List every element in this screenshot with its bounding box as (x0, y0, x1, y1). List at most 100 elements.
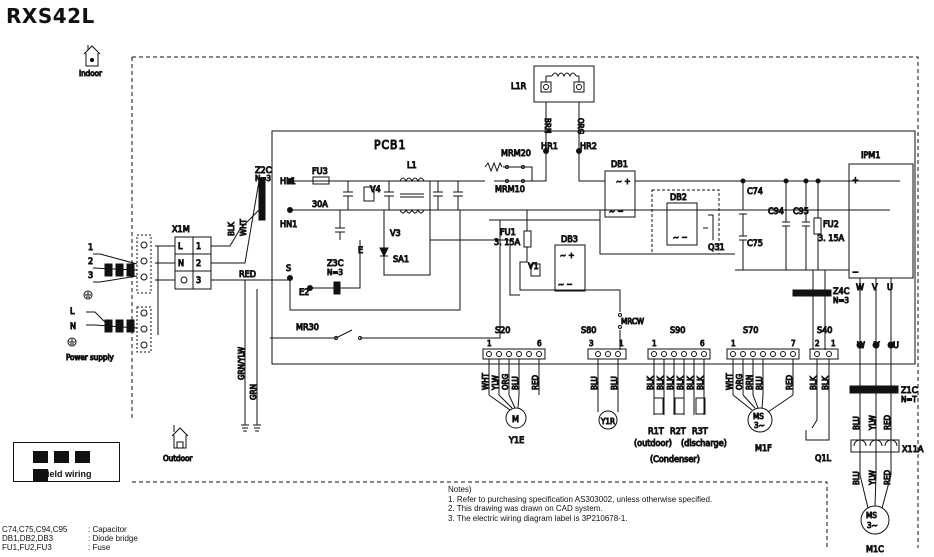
svg-text:3: 3 (196, 276, 201, 286)
fu2-fuse (813, 217, 822, 235)
hr2-label: HR2 (580, 142, 597, 152)
note-item: 3. The electric wiring diagram label is … (448, 513, 628, 523)
svg-text:N=3: N=3 (833, 296, 849, 305)
svg-text:ORG: ORG (576, 118, 585, 134)
svg-text:BLK: BLK (227, 222, 236, 236)
db3-bridge (554, 244, 586, 292)
field-wiring-symbol (33, 451, 102, 481)
svg-text:RED: RED (785, 374, 794, 390)
z2c-ferrite (258, 177, 266, 221)
y1e-motor (505, 407, 527, 429)
svg-text:3: 3 (88, 271, 93, 281)
l1-choke (399, 177, 425, 214)
svg-text:7: 7 (791, 339, 796, 348)
svg-text:YLW: YLW (491, 375, 500, 391)
x11a-connector (850, 439, 900, 453)
db1-bridge (604, 170, 636, 218)
model-title: RXS42L (6, 4, 95, 28)
earth-icon (83, 290, 93, 300)
svg-text:ORG: ORG (501, 374, 510, 390)
svg-text:N: N (70, 322, 76, 332)
outdoor-label: Outdoor (163, 454, 192, 463)
hl1-label: HL1 (280, 177, 296, 187)
svg-text:BLK: BLK (656, 376, 665, 390)
fu1-label: FU1 (500, 228, 516, 238)
c74-label: C74 (747, 187, 763, 197)
svg-text:−: − (852, 268, 859, 278)
component-legend: C74,C75,C94,C95 : Capacitor DB1,DB2,DB3 … (2, 525, 138, 552)
s20-label: S20 (495, 326, 510, 336)
svg-text:RED: RED (239, 270, 256, 280)
notes-block: Notes) 1. Refer to purchasing specificat… (448, 485, 712, 523)
sa1-label: SA1 (393, 255, 409, 265)
svg-text:1: 1 (619, 339, 624, 348)
m1f-label: M1F (755, 444, 772, 454)
m1c-label: M1C (866, 545, 884, 555)
svg-text:W: W (857, 341, 865, 351)
svg-text:BLU: BLU (852, 416, 861, 430)
fu3-rating: 30A (312, 200, 328, 210)
r3t-label: R3T (692, 427, 708, 437)
svg-text:BLK: BLK (646, 376, 655, 390)
outdoor-unit-boundary (131, 56, 919, 548)
fu1-fuse (523, 230, 532, 248)
svg-text:1: 1 (487, 339, 492, 348)
svg-text:L: L (70, 307, 75, 317)
r1t-label: R1T (648, 427, 664, 437)
m1c-compressor (860, 505, 890, 535)
svg-text:RED: RED (531, 374, 540, 390)
earth-icon (67, 337, 77, 347)
svg-text:~ +: ~ + (560, 251, 574, 260)
svg-text:U: U (893, 341, 899, 351)
ipm1-label: IPM1 (861, 151, 880, 161)
fu1-rating: 3. 15A (494, 238, 521, 248)
svg-text:WHT: WHT (481, 372, 490, 390)
svg-text:2: 2 (815, 339, 820, 348)
s80-label: S80 (581, 326, 596, 336)
note-item: 1. Refer to purchasing specification AS3… (448, 494, 713, 504)
svg-text:1: 1 (88, 243, 93, 253)
svg-text:BLK: BLK (666, 376, 675, 390)
z1c-ferrite (849, 385, 899, 394)
db2-bridge (666, 202, 698, 246)
outdoor-house-icon (171, 425, 189, 449)
mrcw-label: MRCW (621, 317, 644, 326)
svg-text:BLK: BLK (686, 376, 695, 390)
c94-label: C94 (768, 207, 784, 217)
svg-text:(Condenser): (Condenser) (650, 455, 700, 465)
svg-text:~ +: ~ + (616, 177, 630, 186)
z3c-ferrite (333, 281, 341, 295)
svg-text:3~: 3~ (867, 521, 878, 530)
e2-label: E2 (299, 288, 309, 298)
mr30-label: MR30 (296, 323, 319, 333)
svg-text:BRN: BRN (543, 118, 552, 133)
legend-row: DB1,DB2,DB3 : Diode bridge (2, 534, 138, 543)
svg-text:V: V (874, 341, 880, 351)
svg-text:BLU: BLU (590, 376, 599, 390)
svg-text:N=T: N=T (901, 395, 917, 404)
field-wiring-label: Field wiring (41, 469, 92, 479)
c95-label: C95 (793, 207, 809, 217)
svg-text:M: M (512, 415, 519, 425)
fu2-rating: 3. 15A (818, 234, 845, 244)
mrm20-label: MRM20 (501, 149, 531, 159)
svg-text:BLU: BLU (610, 376, 619, 390)
c75-label: C75 (747, 239, 763, 249)
ipm-v: V (872, 283, 878, 293)
legend-row: C74,C75,C94,C95 : Capacitor (2, 525, 127, 534)
svg-text:2: 2 (196, 259, 201, 269)
svg-text:ORG: ORG (735, 374, 744, 390)
q1l-label: Q1L (815, 454, 832, 464)
fu3-fuse (312, 176, 330, 185)
m1f-motor (747, 407, 773, 433)
svg-text:RED: RED (883, 414, 892, 430)
svg-text:WHT: WHT (239, 218, 248, 236)
svg-text:(outdoor): (outdoor) (634, 439, 672, 449)
v1-label: V1 (528, 262, 539, 272)
power-supply-label: Power supply (66, 353, 114, 362)
x1m-label: X1M (172, 225, 190, 235)
db2-label: DB2 (670, 193, 687, 203)
y1r-coil (598, 410, 618, 430)
svg-text:~ −: ~ − (558, 280, 572, 289)
svg-text:YLW: YLW (868, 415, 877, 431)
